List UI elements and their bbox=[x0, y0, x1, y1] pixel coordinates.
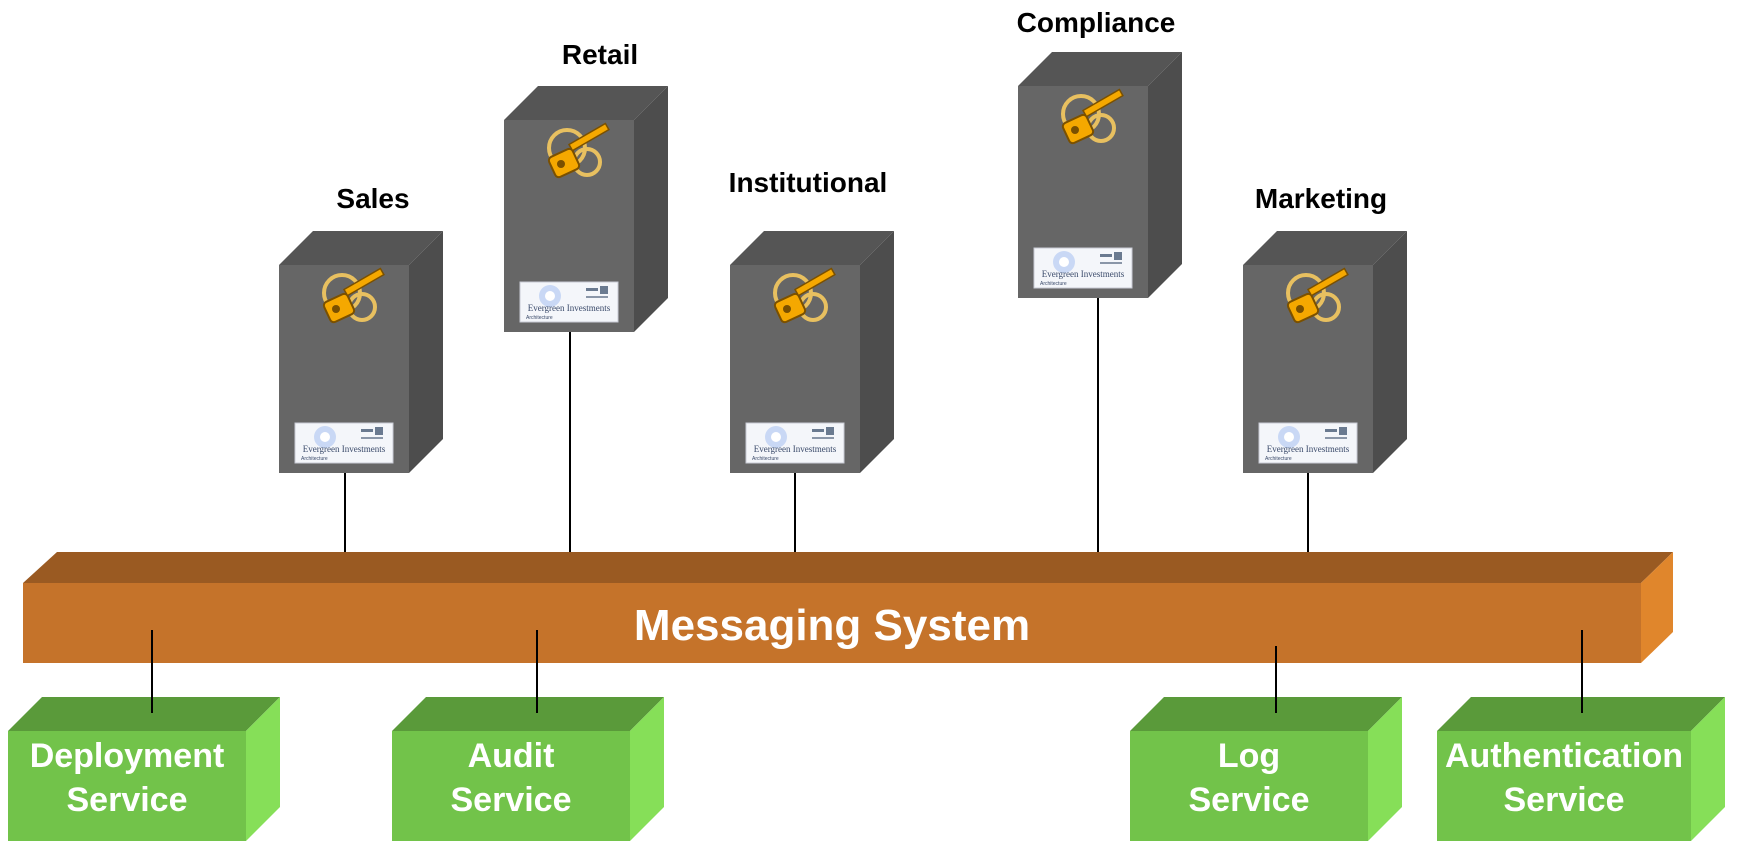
bus-service-connectors bbox=[151, 630, 1583, 713]
lock-key-icon bbox=[1061, 88, 1124, 145]
bus-top-face bbox=[23, 552, 1673, 583]
server-top-face bbox=[504, 86, 668, 120]
lock-key-icon bbox=[547, 122, 610, 179]
logo-text: Evergreen Investments bbox=[1267, 444, 1350, 454]
service-label-line1: Deployment bbox=[30, 737, 225, 775]
service-top-face bbox=[8, 697, 280, 731]
server-side-face bbox=[1148, 52, 1182, 298]
service-top-face bbox=[392, 697, 664, 731]
service-label-line2: Service bbox=[1504, 781, 1625, 819]
service-side-face bbox=[630, 697, 664, 841]
logo-text: Evergreen Investments bbox=[1042, 269, 1125, 279]
service-label-line1: Log bbox=[1218, 737, 1280, 775]
connectors bbox=[344, 298, 1309, 552]
server-label: Marketing bbox=[1255, 183, 1387, 214]
service-label-line2: Service bbox=[451, 781, 572, 819]
bus-label: Messaging System bbox=[634, 601, 1030, 650]
server-top-face bbox=[1018, 52, 1182, 86]
server-label: Institutional bbox=[729, 167, 888, 198]
logo-subtext: Architecture bbox=[752, 456, 779, 462]
logo-subtext: Architecture bbox=[1040, 281, 1067, 287]
service-label-line2: Service bbox=[1189, 781, 1310, 819]
server-side-face bbox=[1373, 231, 1407, 473]
server-top-face bbox=[1243, 231, 1407, 265]
logo-text: Evergreen Investments bbox=[303, 444, 386, 454]
logo-subtext: Architecture bbox=[301, 456, 328, 462]
server-label: Compliance bbox=[1017, 7, 1176, 38]
server-top-face bbox=[279, 231, 443, 265]
service-top-face bbox=[1130, 697, 1402, 731]
bus-end-face bbox=[1641, 552, 1673, 663]
server-label: Sales bbox=[336, 183, 409, 214]
service-label-line2: Service bbox=[67, 781, 188, 819]
servers: Evergreen InvestmentsArchitectureSalesEv… bbox=[279, 7, 1407, 473]
service-side-face bbox=[246, 697, 280, 841]
bus-front-face bbox=[23, 583, 1641, 663]
service-side-face bbox=[1691, 697, 1725, 841]
logo-text: Evergreen Investments bbox=[754, 444, 837, 454]
lock-key-icon bbox=[773, 267, 836, 324]
service-label-line1: Audit bbox=[468, 737, 555, 775]
service-top-face bbox=[1437, 697, 1725, 731]
service-front-face bbox=[1130, 731, 1368, 841]
lock-key-icon bbox=[322, 267, 385, 324]
logo-subtext: Architecture bbox=[1265, 456, 1292, 462]
logo-text: Evergreen Investments bbox=[528, 303, 611, 313]
service-label-line1: Authentication bbox=[1445, 737, 1683, 775]
services: DeploymentServiceAuditServiceLogServiceA… bbox=[8, 697, 1725, 841]
server-side-face bbox=[409, 231, 443, 473]
service-front-face bbox=[8, 731, 246, 841]
service-side-face bbox=[1368, 697, 1402, 841]
server-side-face bbox=[860, 231, 894, 473]
lock-key-icon bbox=[1286, 267, 1349, 324]
logo-subtext: Architecture bbox=[526, 315, 553, 321]
server-label: Retail bbox=[562, 39, 638, 70]
messaging-bus: Messaging System bbox=[23, 552, 1673, 663]
server-top-face bbox=[730, 231, 894, 265]
service-front-face bbox=[1437, 731, 1691, 841]
service-front-face bbox=[392, 731, 630, 841]
server-side-face bbox=[634, 86, 668, 332]
